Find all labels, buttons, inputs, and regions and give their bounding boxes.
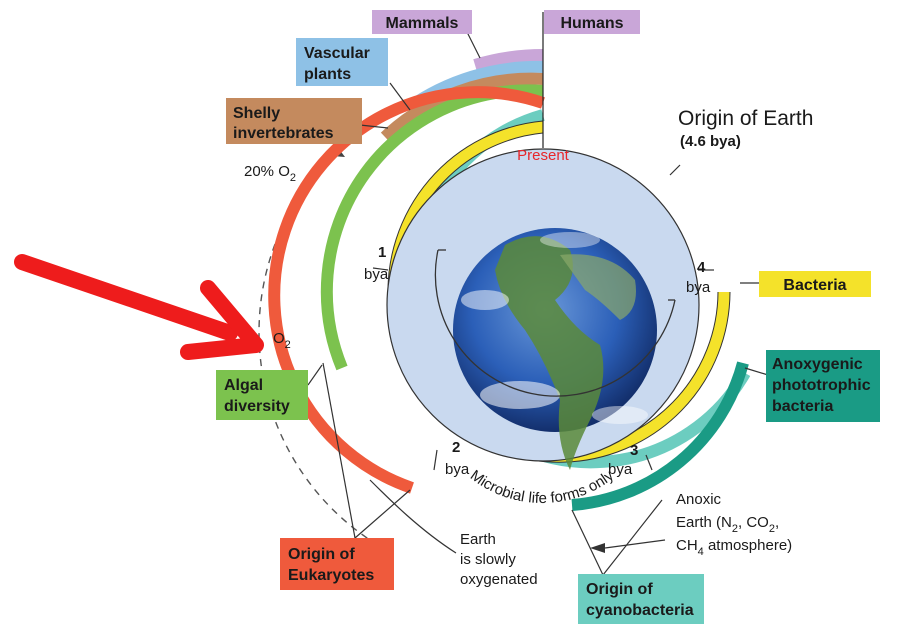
label-box-mammals (372, 10, 472, 34)
oxygen-20-percent: 20% O2 (244, 163, 296, 184)
tick-3bya (645, 454, 653, 471)
anoxic-line1: Anoxic (676, 491, 722, 508)
ring-anoxygenic-bacteria (571, 361, 749, 511)
label-shelly-line1: Shelly (233, 105, 280, 122)
label-cyanobacteria-line1: Origin of (586, 581, 653, 598)
label-box-algal-diversity (216, 370, 308, 420)
microbial-bracket (434, 249, 676, 397)
earth-slowly-line1: Earth (460, 531, 496, 548)
diagram-title: Origin of Earth (678, 107, 813, 130)
marker-1bya-unit: bya (364, 266, 389, 283)
label-vascular-line2: plants (304, 66, 351, 83)
label-mammals: Mammals (386, 15, 459, 32)
label-box-vascular-plants (296, 38, 388, 86)
anoxic-line2: Earth (N2, CO2, (676, 514, 779, 535)
label-shelly-line2: invertebrates (233, 125, 334, 142)
label-box-shelly-invertebrates (226, 98, 362, 144)
marker-3bya-num: 3 (630, 442, 638, 459)
label-cyanobacteria-line2: cyanobacteria (586, 602, 694, 619)
label-anoxygenic-line3: bacteria (772, 398, 833, 415)
label-box-eukaryotes (280, 538, 394, 590)
label-bacteria: Bacteria (783, 277, 846, 294)
label-box-bacteria (759, 271, 871, 297)
label-algal-line1: Algal (224, 377, 263, 394)
diagram-title-sub: (4.6 bya) (680, 133, 741, 150)
marker-1bya-num: 1 (378, 244, 386, 261)
label-vascular-line1: Vascular (304, 45, 370, 62)
label-eukaryotes-line2: Eukaryotes (288, 567, 374, 584)
label-anoxygenic-line1: Anoxygenic (772, 356, 863, 373)
label-box-anoxygenic (766, 350, 880, 422)
present-label: Present (517, 147, 570, 164)
tick-1bya (372, 267, 389, 271)
label-humans: Humans (560, 15, 623, 32)
earth-slowly-line3: oxygenated (460, 571, 538, 588)
ring-mammals (473, 49, 544, 71)
marker-4bya-num: 4 (697, 259, 706, 276)
tick-2bya (433, 449, 438, 471)
label-eukaryotes-line1: Origin of (288, 546, 355, 563)
marker-3bya-unit: bya (608, 461, 633, 478)
label-anoxygenic-line2: phototrophic (772, 377, 871, 394)
marker-2bya-unit: bya (445, 461, 470, 478)
marker-2bya-num: 2 (452, 439, 460, 456)
label-algal-line2: diversity (224, 398, 290, 415)
label-box-cyanobacteria (578, 574, 704, 624)
red-pointer-arrow (14, 254, 264, 360)
earth-globe (453, 228, 657, 470)
label-box-humans (544, 10, 640, 34)
earth-slowly-line2: is slowly (460, 551, 516, 568)
marker-4bya-unit: bya (686, 279, 711, 296)
oxygen-o2: O2 (273, 330, 291, 351)
ring-eukaryotes (268, 86, 545, 494)
anoxic-line3: CH4 atmosphere) (676, 537, 792, 558)
